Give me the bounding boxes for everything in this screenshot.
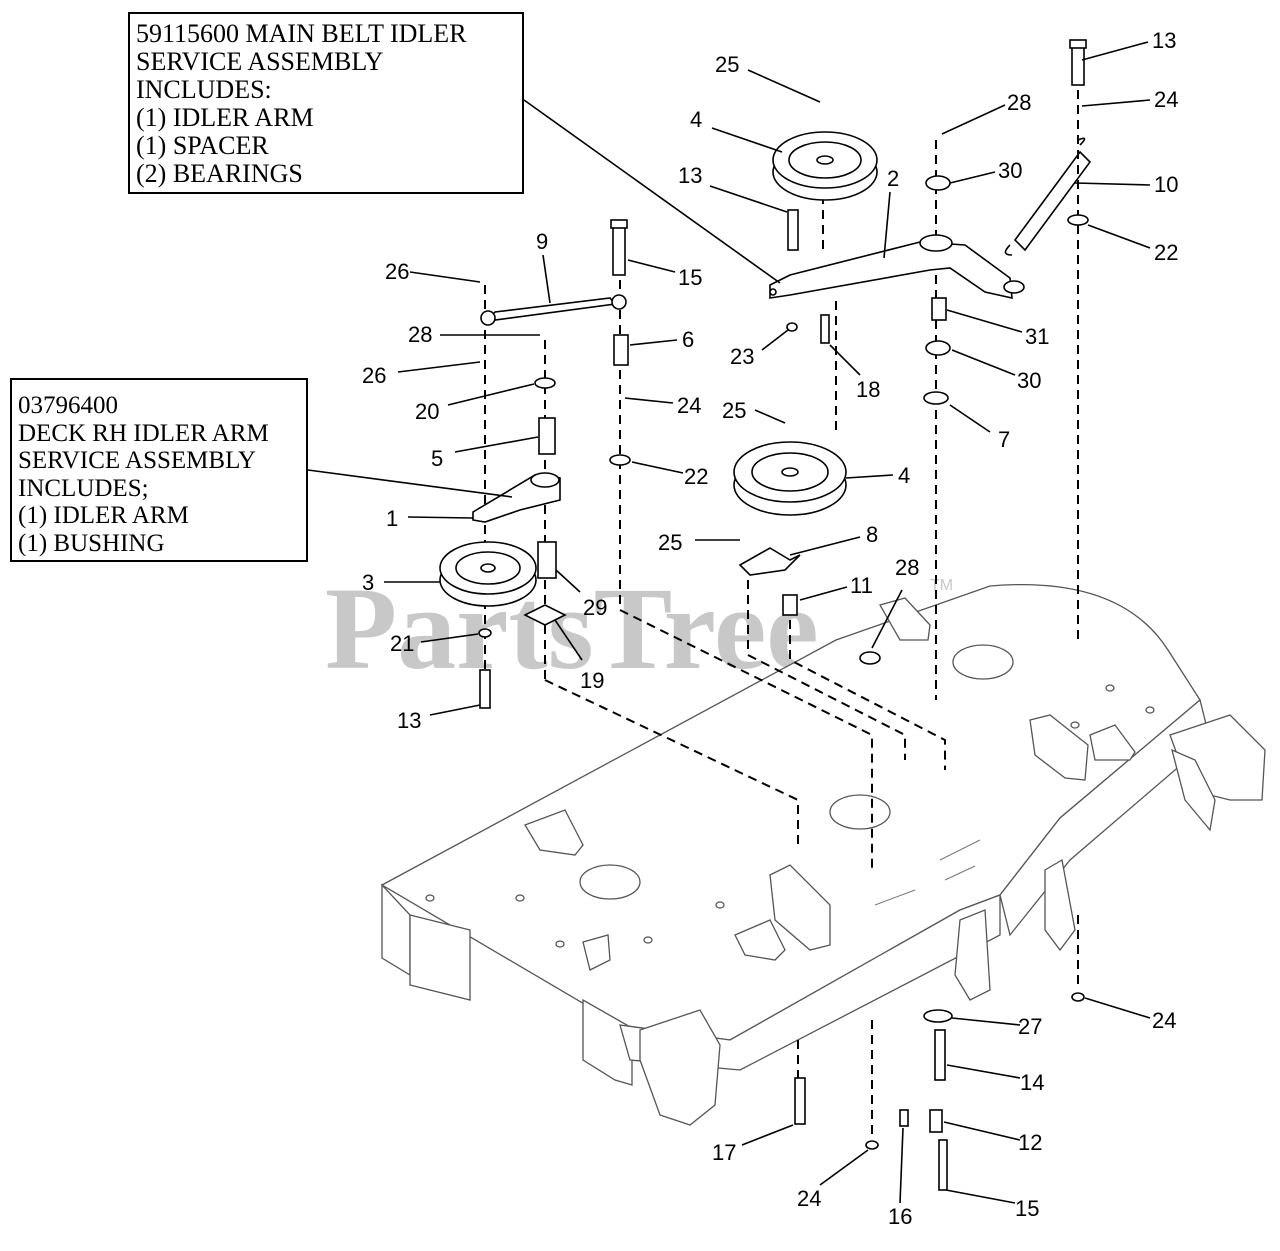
part-number: 23 xyxy=(730,344,754,369)
part-number: 4 xyxy=(690,107,702,132)
part-number: 1 xyxy=(386,506,398,531)
part-number: 31 xyxy=(1025,324,1049,349)
part-number: 14 xyxy=(1020,1070,1044,1095)
part-number: 17 xyxy=(712,1140,736,1165)
callout-line: 59115600 MAIN BELT IDLER xyxy=(136,19,467,48)
part-number: 15 xyxy=(1015,1196,1039,1221)
callout-line: SERVICE ASSEMBLY xyxy=(136,47,384,76)
part-number: 24 xyxy=(797,1186,821,1211)
callout-line: (2) BEARINGS xyxy=(136,159,303,188)
part-number: 25 xyxy=(715,52,739,77)
deck-rh-idler-callout: 03796400 DECK RH IDLER ARM SERVICE ASSEM… xyxy=(10,378,308,562)
part-number: 22 xyxy=(684,464,708,489)
part-number: 15 xyxy=(678,265,702,290)
main-idler-arm xyxy=(769,234,1025,300)
part-number: 28 xyxy=(408,322,432,347)
part-number: 25 xyxy=(722,398,746,423)
part-number: 13 xyxy=(397,708,421,733)
part-number: 30 xyxy=(998,158,1022,183)
part-leaders xyxy=(384,41,1151,1204)
part-number: 18 xyxy=(856,377,880,402)
callout-line: SERVICE ASSEMBLY xyxy=(18,447,256,474)
callout-leaders xyxy=(307,99,781,498)
mower-deck xyxy=(380,583,1266,1126)
part-number: 19 xyxy=(580,668,604,693)
part-number: 25 xyxy=(658,530,682,555)
part-number: 3 xyxy=(362,570,374,595)
pulley-top xyxy=(772,131,878,201)
part-number-labels: 13 25 28 24 4 30 2 10 13 22 9 15 26 28 6… xyxy=(362,28,1178,1229)
part-number: 9 xyxy=(536,229,548,254)
callout-line: (1) SPACER xyxy=(136,131,269,160)
part-number: 30 xyxy=(1017,368,1041,393)
part-number: 26 xyxy=(362,363,386,388)
part-number: 6 xyxy=(682,327,694,352)
callout-line: (1) BUSHING xyxy=(18,529,165,557)
part-number: 12 xyxy=(1018,1130,1042,1155)
part-number: 11 xyxy=(850,573,873,598)
part-number: 5 xyxy=(431,446,443,471)
pulley-middle xyxy=(733,441,847,516)
part-number: 20 xyxy=(415,399,439,424)
part-number: 2 xyxy=(887,166,899,191)
callout-line: DECK RH IDLER ARM xyxy=(18,419,269,447)
rh-idler-arm xyxy=(472,472,561,523)
assembly-lines xyxy=(484,90,1079,1140)
part-number: 24 xyxy=(677,393,701,418)
main-belt-idler-callout: 59115600 MAIN BELT IDLER SERVICE ASSEMBL… xyxy=(128,12,524,194)
part-number: 24 xyxy=(1152,1008,1176,1033)
part-number: 7 xyxy=(998,427,1010,452)
callout-line: (1) IDLER ARM xyxy=(18,502,189,529)
pulley-left xyxy=(439,541,537,607)
part-number: 22 xyxy=(1154,240,1178,265)
callout-line: (1) IDLER ARM xyxy=(136,103,314,132)
part-number: 4 xyxy=(898,463,910,488)
part-number: 28 xyxy=(1007,90,1031,115)
part-number: 28 xyxy=(895,555,919,580)
part-number: 21 xyxy=(390,631,414,656)
part-number: 8 xyxy=(866,522,878,547)
part-number: 29 xyxy=(583,595,607,620)
part-number: 13 xyxy=(678,163,702,188)
part-number: 24 xyxy=(1154,87,1178,112)
callout-line: INCLUDES; xyxy=(18,474,149,502)
part-number: 10 xyxy=(1154,172,1178,197)
springs xyxy=(480,137,1092,326)
hardware xyxy=(478,39,1089,1191)
part-number: 27 xyxy=(1018,1014,1042,1039)
callout-line: 03796400 xyxy=(18,392,118,419)
part-number: 26 xyxy=(385,259,409,284)
part-number: 13 xyxy=(1152,28,1176,53)
callout-line: INCLUDES: xyxy=(136,75,272,104)
watermark-tm: TM xyxy=(930,577,953,594)
part-number: 16 xyxy=(888,1204,912,1229)
